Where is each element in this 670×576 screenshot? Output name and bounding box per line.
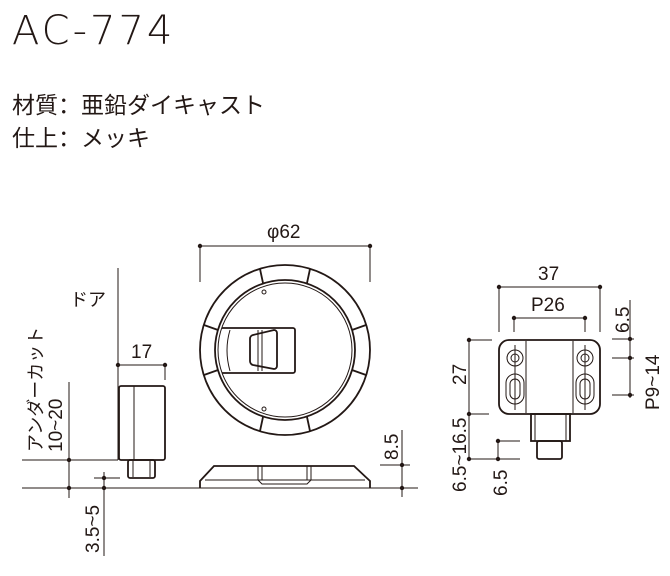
top-6-5-dim: 6.5 bbox=[613, 307, 634, 333]
pitch-26-dim: P26 bbox=[531, 295, 565, 316]
gap-dim: 3.5~5 bbox=[83, 505, 104, 553]
door-label: ドア bbox=[70, 290, 106, 310]
side-profile: 8.5 bbox=[199, 430, 410, 497]
width-37-dim: 37 bbox=[538, 264, 559, 285]
material-spec: 材質：亜鉛ダイキャスト bbox=[12, 93, 265, 119]
diameter-dim: φ62 bbox=[267, 222, 300, 243]
offset-range-dim: 6.5~16.5 bbox=[450, 418, 471, 493]
bottom-6-5-dim: 6.5 bbox=[491, 470, 512, 496]
undercut-range: 10~20 bbox=[46, 399, 67, 452]
front-view: 37 P26 6.5 P9~14 27 6.5~16.5 6.5 bbox=[450, 264, 664, 496]
product-code: AC-774 bbox=[12, 8, 176, 54]
height-dim: 8.5 bbox=[382, 434, 403, 460]
finish-spec: 仕上：メッキ bbox=[12, 126, 150, 152]
height-27-dim: 27 bbox=[450, 364, 471, 385]
undercut-label: アンダーカット bbox=[26, 327, 46, 452]
top-view: φ62 bbox=[197, 222, 373, 436]
installation-side-view: 17 ドア アンダーカット 10~20 3.5~5 bbox=[22, 268, 418, 556]
pitch-range-dim: P9~14 bbox=[643, 354, 664, 410]
dim-17: 17 bbox=[131, 342, 152, 363]
